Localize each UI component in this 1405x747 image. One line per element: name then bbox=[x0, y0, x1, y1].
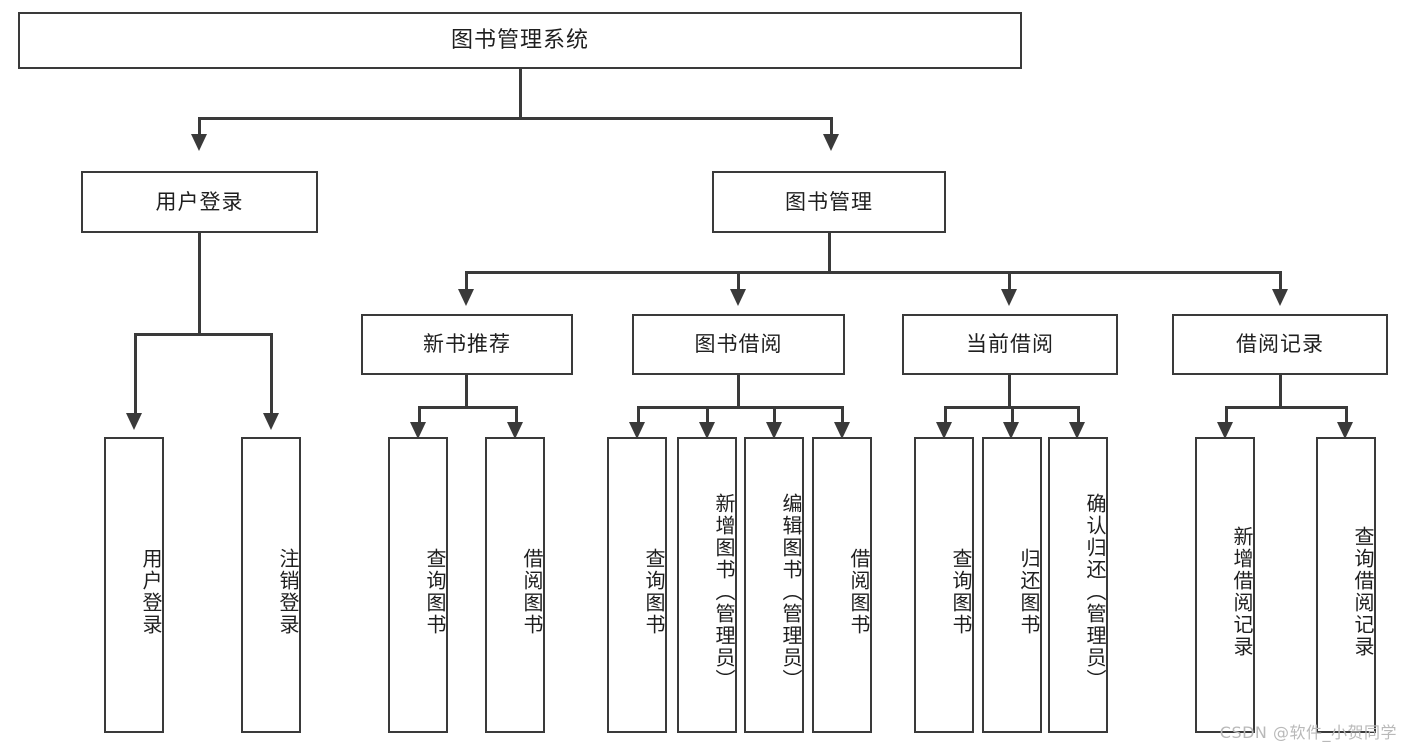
leaf-user-login[interactable]: 用户登录 bbox=[104, 437, 164, 733]
connector-user-login-leaf2 bbox=[270, 333, 273, 415]
connector-nbr-leaf2 bbox=[515, 406, 518, 426]
connector-to-new-book-recommend bbox=[465, 271, 468, 291]
connector-book-manage-stem bbox=[828, 233, 831, 273]
connector-user-login-leaf1 bbox=[134, 333, 137, 415]
connector-cb-leaf2 bbox=[1011, 406, 1014, 426]
arrow-to-leaf-borrow-book-2 bbox=[834, 422, 850, 439]
arrow-to-leaf-logout-login bbox=[263, 413, 279, 430]
watermark-text: CSDN @软件_小贺同学 bbox=[1219, 723, 1397, 742]
node-root-system[interactable]: 图书管理系统 bbox=[18, 12, 1022, 69]
arrow-to-book-manage bbox=[823, 134, 839, 151]
arrow-to-leaf-add-book bbox=[699, 422, 715, 439]
leaf-add-record[interactable]: 新增借阅记录 bbox=[1195, 437, 1255, 733]
node-new-book-recommend[interactable]: 新书推荐 bbox=[361, 314, 573, 375]
node-borrow-record[interactable]: 借阅记录 bbox=[1172, 314, 1388, 375]
connector-to-book-borrow bbox=[737, 271, 740, 291]
connector-nbr-leaf1 bbox=[418, 406, 421, 426]
connector-nbr-stem bbox=[465, 375, 468, 408]
leaf-query-record[interactable]: 查询借阅记录 bbox=[1316, 437, 1376, 733]
leaf-add-book[interactable]: 新增图书（管理员） bbox=[677, 437, 737, 733]
connector-user-login-bus bbox=[134, 333, 272, 336]
node-book-manage[interactable]: 图书管理 bbox=[712, 171, 946, 233]
arrow-to-leaf-query-book-3 bbox=[936, 422, 952, 439]
connector-cb-leaf3 bbox=[1077, 406, 1080, 426]
leaf-borrow-book-1[interactable]: 借阅图书 bbox=[485, 437, 545, 733]
arrow-to-book-borrow bbox=[730, 289, 746, 306]
arrow-to-leaf-query-record bbox=[1337, 422, 1353, 439]
connector-bb-leaf2 bbox=[706, 406, 709, 426]
node-book-borrow[interactable]: 图书借阅 bbox=[632, 314, 845, 375]
arrow-to-leaf-return-book bbox=[1003, 422, 1019, 439]
connector-br-stem bbox=[1279, 375, 1282, 408]
arrow-to-leaf-query-book-2 bbox=[629, 422, 645, 439]
connector-root-bus bbox=[198, 117, 832, 120]
connector-root-to-book-manage bbox=[830, 117, 833, 137]
leaf-edit-book[interactable]: 编辑图书（管理员） bbox=[744, 437, 804, 733]
arrow-to-leaf-user-login bbox=[126, 413, 142, 430]
connector-user-login-stem bbox=[198, 233, 201, 335]
leaf-confirm-return[interactable]: 确认归还（管理员） bbox=[1048, 437, 1108, 733]
arrow-to-user-login bbox=[191, 134, 207, 151]
leaf-logout-login[interactable]: 注销登录 bbox=[241, 437, 301, 733]
arrow-to-leaf-edit-book bbox=[766, 422, 782, 439]
arrow-to-leaf-query-book-1 bbox=[410, 422, 426, 439]
connector-to-borrow-record bbox=[1279, 271, 1282, 291]
arrow-to-current-borrow bbox=[1001, 289, 1017, 306]
leaf-borrow-book-2[interactable]: 借阅图书 bbox=[812, 437, 872, 733]
node-current-borrow[interactable]: 当前借阅 bbox=[902, 314, 1118, 375]
connector-cb-leaf1 bbox=[944, 406, 947, 426]
connector-br-leaf1 bbox=[1225, 406, 1228, 426]
arrow-to-new-book-recommend bbox=[458, 289, 474, 306]
connector-br-leaf2 bbox=[1345, 406, 1348, 426]
connector-br-bus bbox=[1225, 406, 1347, 409]
connector-bb-leaf1 bbox=[637, 406, 640, 426]
arrow-to-leaf-borrow-book-1 bbox=[507, 422, 523, 439]
leaf-query-book-2[interactable]: 查询图书 bbox=[607, 437, 667, 733]
leaf-return-book[interactable]: 归还图书 bbox=[982, 437, 1042, 733]
connector-bb-leaf3 bbox=[773, 406, 776, 426]
connector-root-stem bbox=[519, 69, 522, 119]
arrow-to-borrow-record bbox=[1272, 289, 1288, 306]
connector-nbr-bus bbox=[418, 406, 517, 409]
connector-bb-stem bbox=[737, 375, 740, 408]
leaf-query-book-1[interactable]: 查询图书 bbox=[388, 437, 448, 733]
connector-to-current-borrow bbox=[1008, 271, 1011, 291]
arrow-to-leaf-add-record bbox=[1217, 422, 1233, 439]
connector-bb-leaf4 bbox=[841, 406, 844, 426]
leaf-query-book-3[interactable]: 查询图书 bbox=[914, 437, 974, 733]
connector-cb-stem bbox=[1008, 375, 1011, 408]
connector-root-to-user-login bbox=[198, 117, 201, 137]
connector-book-manage-bus bbox=[465, 271, 1281, 274]
node-user-login[interactable]: 用户登录 bbox=[81, 171, 318, 233]
connector-bb-bus bbox=[637, 406, 844, 409]
arrow-to-leaf-confirm-return bbox=[1069, 422, 1085, 439]
